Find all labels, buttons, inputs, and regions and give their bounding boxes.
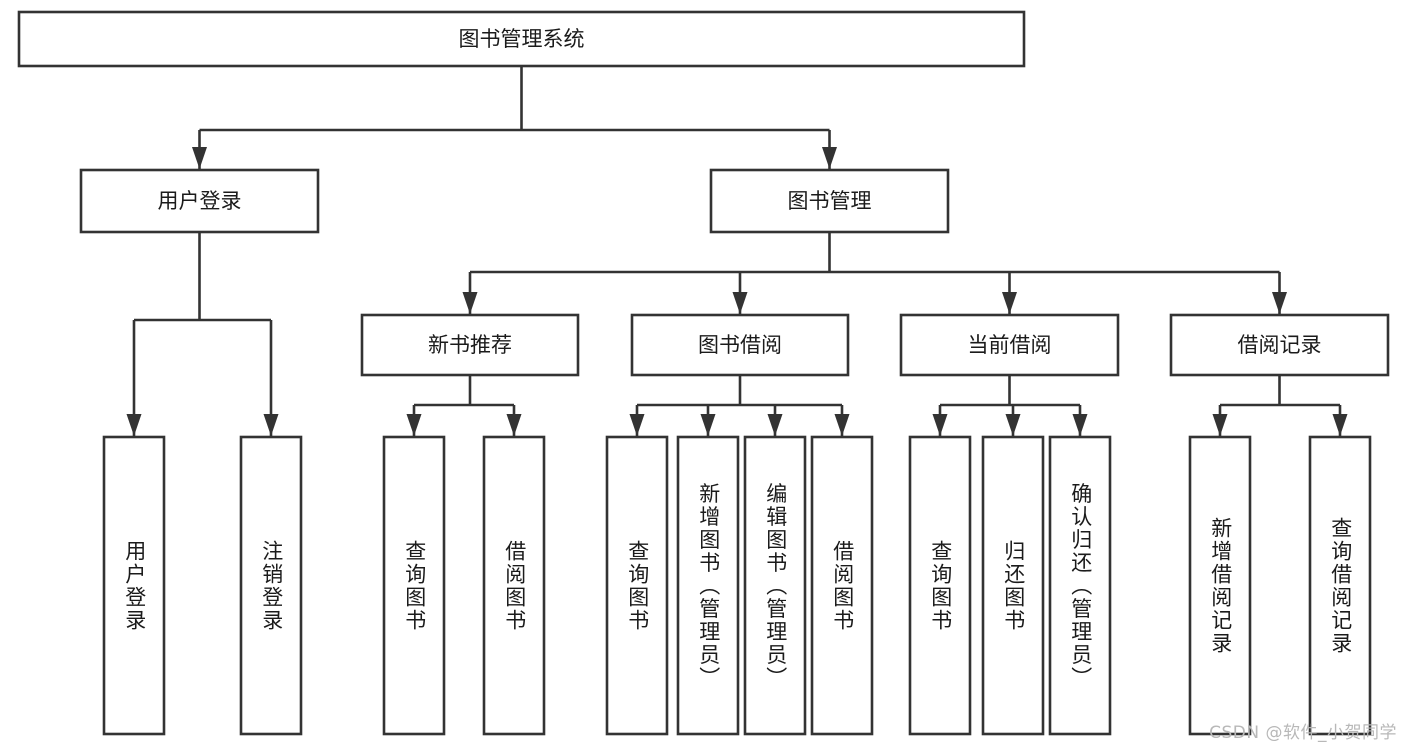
arrow-head-icon: [1072, 414, 1088, 436]
node-level1-1[interactable]: [709, 168, 950, 234]
arrow-head-icon: [1005, 414, 1021, 436]
arrow-head-icon: [629, 414, 645, 436]
arrow-head-icon: [406, 414, 422, 436]
connector-lines: [132, 66, 1342, 436]
arrow-head-icon: [700, 414, 716, 436]
node-leaf-4[interactable]: [605, 435, 669, 736]
arrow-head-icon: [506, 414, 522, 436]
node-level1-0[interactable]: [79, 168, 320, 234]
node-leaf-10[interactable]: [1048, 435, 1112, 736]
arrow-head-icon: [732, 292, 748, 314]
arrow-head-icon: [126, 414, 142, 436]
node-level2-label-3: 借阅记录: [1238, 333, 1322, 357]
node-level2-label-2: 当前借阅: [968, 333, 1052, 357]
arrow-head-icon: [462, 292, 478, 314]
arrow-head-icon: [932, 414, 948, 436]
node-level2-label-1: 图书借阅: [698, 333, 782, 357]
node-leaf-8[interactable]: [908, 435, 972, 736]
node-leaf-9[interactable]: [981, 435, 1045, 736]
arrow-head-icon: [192, 147, 207, 169]
node-leaf-12[interactable]: [1308, 435, 1372, 736]
node-level1-label-0: 用户登录: [158, 189, 242, 213]
node-leaf-2[interactable]: [382, 435, 446, 736]
node-leaf-6[interactable]: [743, 435, 807, 736]
arrow-head-icon: [822, 147, 837, 169]
node-leaf-11[interactable]: [1188, 435, 1252, 736]
node-leaf-3[interactable]: [482, 435, 546, 736]
arrow-head-icon: [1272, 292, 1287, 314]
node-leaf-7[interactable]: [810, 435, 874, 736]
arrow-head-icon: [1212, 414, 1228, 436]
node-level2-2[interactable]: [899, 313, 1120, 377]
node-boxes: [17, 10, 1390, 736]
watermark-credit: CSDN @软件_小贺同学: [1209, 723, 1397, 743]
node-level2-3[interactable]: [1169, 313, 1390, 377]
arrow-head-icon: [834, 414, 850, 436]
node-leaf-1[interactable]: [239, 435, 303, 736]
node-leaf-5[interactable]: [676, 435, 740, 736]
arrow-head-icon: [767, 414, 783, 436]
node-level2-1[interactable]: [630, 313, 850, 377]
node-leaf-0[interactable]: [102, 435, 166, 736]
node-level2-0[interactable]: [360, 313, 580, 377]
node-level1-label-1: 图书管理: [788, 189, 872, 213]
arrow-head-icon: [1332, 414, 1348, 436]
node-root-label: 图书管理系统: [459, 27, 585, 51]
arrow-head-icon: [1002, 292, 1017, 314]
node-root[interactable]: [17, 10, 1026, 68]
arrow-heads: [126, 147, 1348, 436]
node-level2-label-0: 新书推荐: [428, 333, 512, 357]
arrow-head-icon: [263, 414, 279, 436]
